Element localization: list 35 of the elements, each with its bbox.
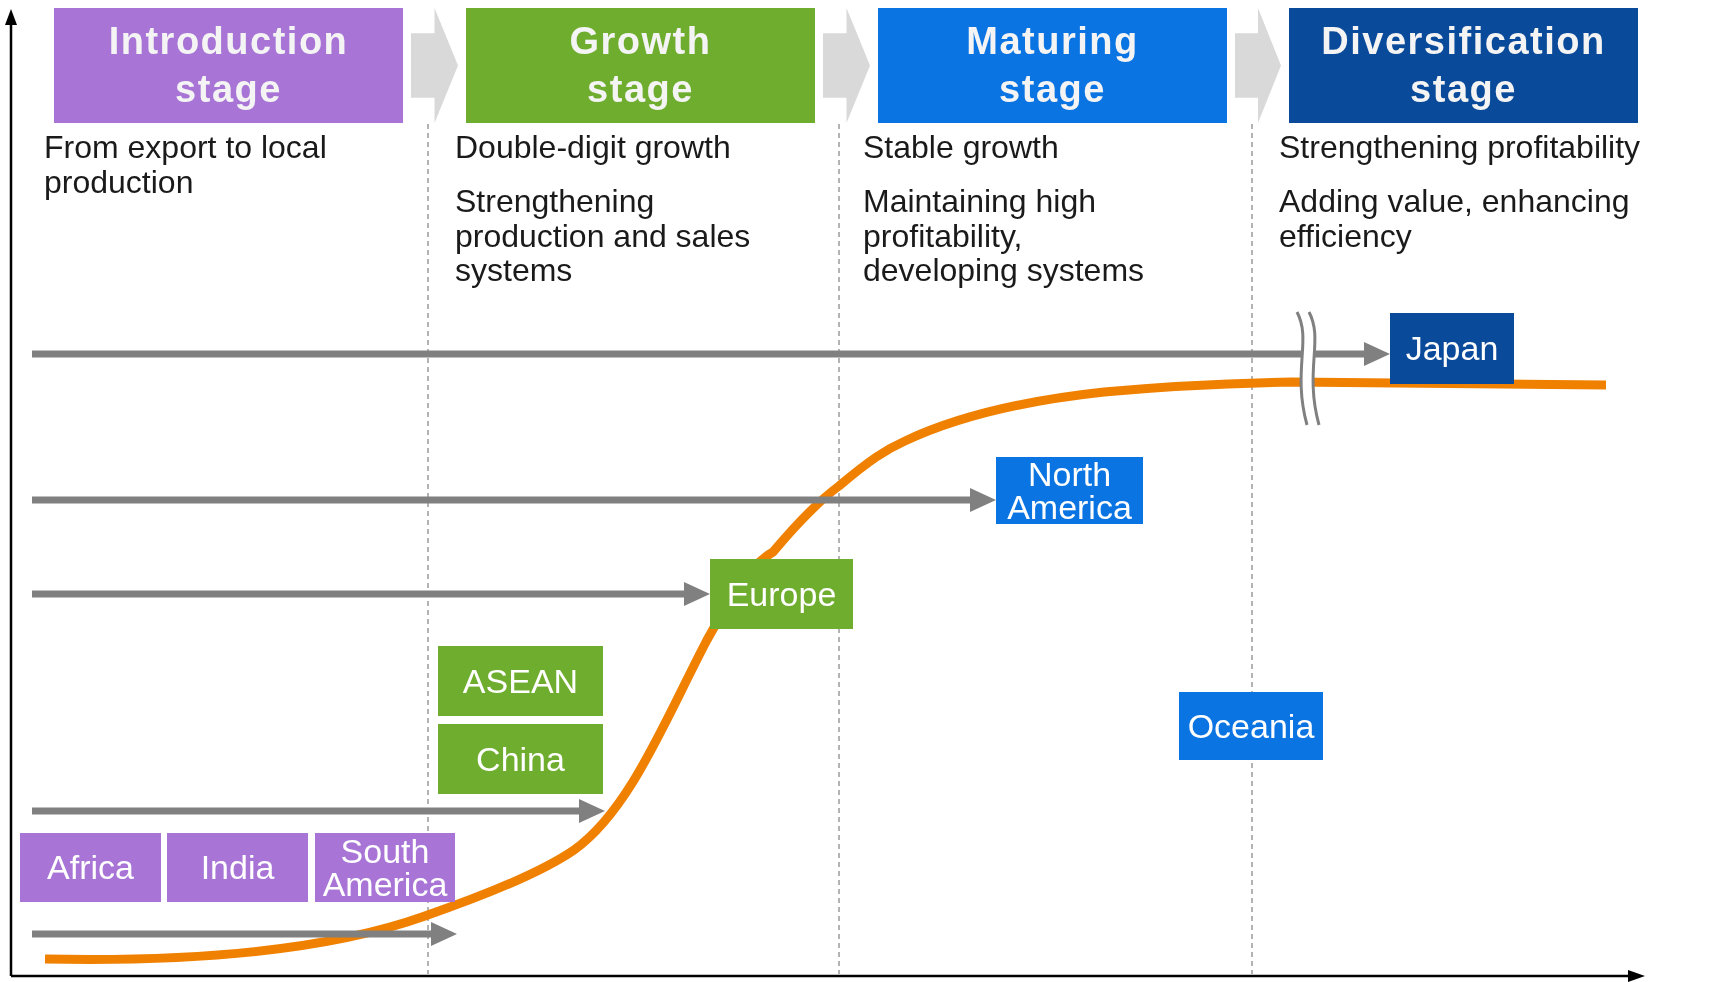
region-name: ASEAN: [462, 664, 579, 698]
stage-box: [54, 8, 403, 123]
region-name: Japan: [1405, 332, 1499, 365]
stage-description: Double-digit growth: [455, 130, 732, 165]
stage-box: [878, 8, 1227, 123]
stage-description: Strengthening profitability: [1279, 130, 1642, 165]
region-box: [167, 833, 308, 902]
stage-description: Adding value, enhancing efficiency: [1279, 184, 1631, 254]
region-name: India: [200, 851, 275, 884]
stage-title: Growth stage: [569, 19, 712, 112]
stage-box: [1289, 8, 1638, 123]
stage-title: Maturing stage: [966, 19, 1139, 112]
region-name: Africa: [47, 851, 134, 884]
region-box: [438, 646, 603, 716]
region-name: China: [476, 742, 565, 776]
region-box: [438, 724, 603, 794]
region-box: [710, 559, 853, 629]
region-name: Oceania: [1187, 709, 1315, 743]
stage-box: [466, 8, 815, 123]
region-box: [1179, 692, 1323, 760]
chevron-arrow: [823, 8, 870, 123]
region-name: North America: [1006, 458, 1133, 523]
chevron-arrow: [411, 8, 458, 123]
stage-title: Diversification stage: [1321, 19, 1606, 112]
stage-description: Strengthening production and sales systems: [455, 184, 752, 288]
region-box: [20, 833, 161, 902]
stage-description: From export to local production: [44, 130, 328, 200]
region-name: Europe: [726, 577, 837, 611]
region-box: [996, 457, 1143, 524]
stage-description: Stable growth: [863, 130, 1060, 165]
chevron-arrow: [1235, 8, 1281, 123]
region-box: [1390, 313, 1514, 384]
stage-description: Maintaining high profitability, developing systems: [863, 184, 1146, 288]
stage-title: Introduction stage: [108, 19, 349, 112]
region-name: South America: [321, 835, 449, 900]
